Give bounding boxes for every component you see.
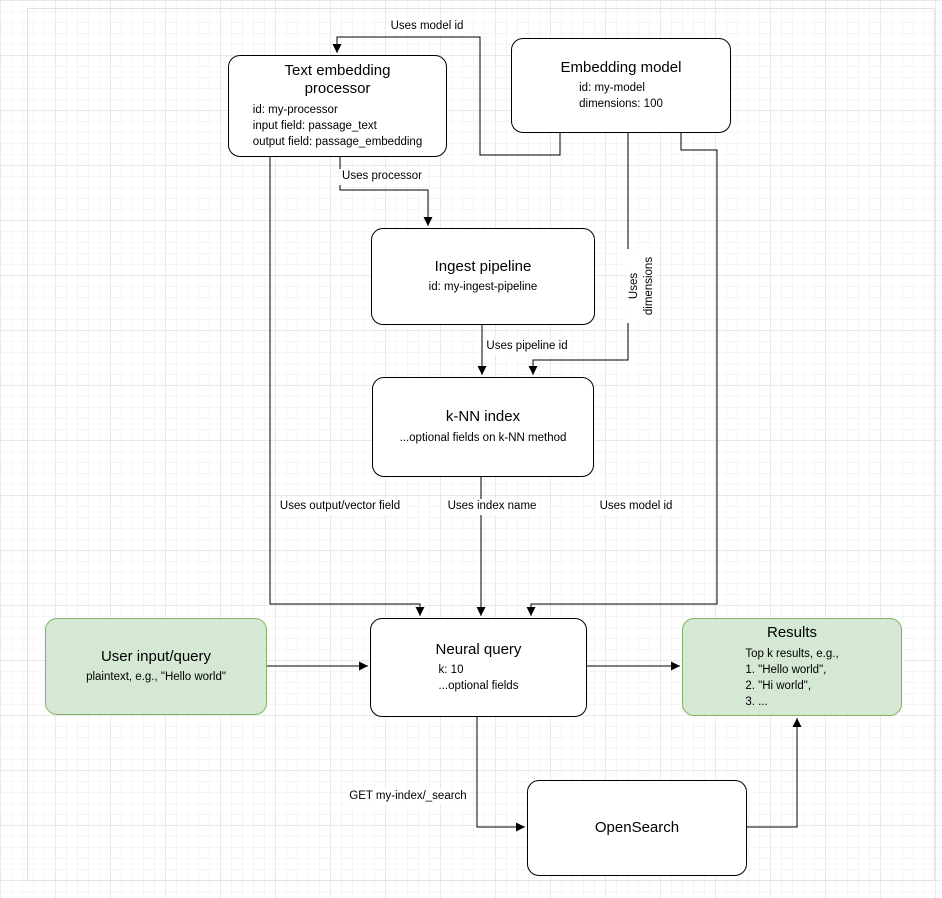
node-line: ...optional fields on k-NN method <box>399 431 567 444</box>
node-body-neural-query: k: 10 ...optional fields <box>439 662 519 694</box>
node-line: ...optional fields <box>438 680 519 693</box>
node-line: 1. "Hello world", <box>745 663 827 676</box>
node-body-embedding-model: id: my-model dimensions: 100 <box>579 80 663 112</box>
node-line: k: 10 <box>438 664 464 677</box>
node-body-ingest-pipeline: id: my-ingest-pipeline <box>429 279 538 295</box>
node-line: input field: passage_text <box>252 120 377 133</box>
node-line: id: my-ingest-pipeline <box>428 281 538 294</box>
edge-label-uses-model-id-bottom[interactable]: Uses model id <box>596 499 676 515</box>
edge-uses-output-vector-field[interactable] <box>269 157 425 616</box>
edge-uses-dimensions[interactable] <box>528 133 629 375</box>
node-body-results: Top k results, e.g., 1. "Hello world", 2… <box>745 646 838 710</box>
node-title-neural-query: Neural query <box>435 640 522 658</box>
node-opensearch[interactable]: OpenSearch <box>527 780 747 876</box>
edge-label-get-search[interactable]: GET my-index/_search <box>346 789 470 805</box>
node-user-input-query[interactable]: User input/query plaintext, e.g., "Hello… <box>45 618 267 715</box>
edge-uses-model-id-top[interactable] <box>332 36 561 156</box>
node-line: 2. "Hi world", <box>745 679 812 692</box>
node-results[interactable]: Results Top k results, e.g., 1. "Hello w… <box>682 618 902 716</box>
node-title-opensearch: OpenSearch <box>594 818 680 836</box>
node-line: 3. ... <box>745 695 768 708</box>
node-title-embedding-model: Embedding model <box>560 58 682 76</box>
edge-label-uses-index-name[interactable]: Uses index name <box>444 499 540 515</box>
node-body-text-embedding-processor: id: my-processor input field: passage_te… <box>253 102 422 150</box>
edge-opensearch-to-results[interactable] <box>747 718 802 828</box>
edge-uses-model-id-bottom[interactable] <box>526 133 718 616</box>
edge-label-uses-pipeline-id[interactable]: Uses pipeline id <box>483 339 571 355</box>
edge-label-uses-dimensions[interactable]: Uses dimensions <box>627 249 657 323</box>
page-border <box>27 8 935 881</box>
node-line: id: my-processor <box>252 104 338 117</box>
node-embedding-model[interactable]: Embedding model id: my-model dimensions:… <box>511 38 731 133</box>
node-title-knn-index: k-NN index <box>445 408 521 426</box>
node-line: output field: passage_embedding <box>252 136 423 149</box>
edge-uses-processor[interactable] <box>339 157 433 226</box>
edge-label-uses-processor[interactable]: Uses processor <box>339 169 425 185</box>
node-line: dimensions: 100 <box>579 98 663 111</box>
node-text-embedding-processor[interactable]: Text embedding processor id: my-processo… <box>228 55 447 157</box>
node-line: id: my-model <box>579 82 645 95</box>
edge-label-uses-model-id-top[interactable]: Uses model id <box>387 19 467 35</box>
node-title-results: Results <box>766 623 818 641</box>
node-body-knn-index: ...optional fields on k-NN method <box>400 430 567 446</box>
node-body-user-input-query: plaintext, e.g., "Hello world" <box>86 669 226 685</box>
node-line: plaintext, e.g., "Hello world" <box>86 671 226 684</box>
node-ingest-pipeline[interactable]: Ingest pipeline id: my-ingest-pipeline <box>371 228 595 325</box>
node-title-text-embedding-processor: Text embedding processor <box>284 61 391 98</box>
node-title-user-input-query: User input/query <box>100 647 212 665</box>
edge-get-search[interactable] <box>476 717 525 832</box>
node-neural-query[interactable]: Neural query k: 10 ...optional fields <box>370 618 587 717</box>
node-title-ingest-pipeline: Ingest pipeline <box>434 257 532 275</box>
edge-label-uses-output-vector-field[interactable]: Uses output/vector field <box>276 499 404 515</box>
node-line: Top k results, e.g., <box>745 647 839 660</box>
node-knn-index[interactable]: k-NN index ...optional fields on k-NN me… <box>372 377 594 477</box>
